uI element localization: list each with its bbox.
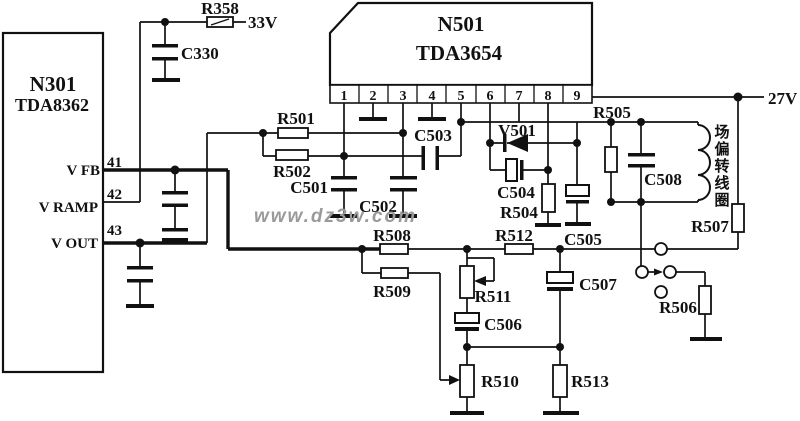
capacitor-c505: C505: [564, 184, 602, 249]
label-r509: R509: [373, 282, 411, 301]
capacitor-c503: C503: [414, 126, 452, 170]
connector-arrow: [654, 268, 663, 276]
ic-n301-part: TDA8362: [15, 95, 89, 115]
resistor-r509: R509: [373, 267, 411, 301]
r510-wiper-arrow: [449, 375, 460, 385]
ic-n501-pin-numbers: 1 2 3 4 5 6 7 8 9: [341, 89, 581, 104]
svg-text:圈: 圈: [714, 191, 729, 209]
label-r508: R508: [373, 226, 411, 245]
deflection-coil: 场 偏 转 线 圈: [697, 123, 730, 209]
ic-n301-ref: N301: [30, 72, 77, 96]
label-r506: R506: [659, 298, 697, 317]
label-r510: R510: [481, 372, 519, 391]
svg-text:4: 4: [429, 89, 436, 104]
label-r501: R501: [277, 109, 315, 128]
svg-text:8: 8: [545, 89, 552, 104]
svg-text:1: 1: [341, 89, 348, 104]
svg-text:9: 9: [574, 89, 581, 104]
label-c507: C507: [579, 275, 617, 294]
svg-text:场: 场: [714, 123, 729, 141]
ic-n301: N301 TDA8362 V FB V RAMP V OUT 41 42 43: [1, 31, 122, 374]
capacitor-unlabeled-2: [162, 228, 188, 242]
label-r504: R504: [500, 203, 538, 222]
resistor-r501: R501: [277, 109, 315, 139]
resistor-r513: R513: [552, 364, 609, 398]
pin-label-vfb: V FB: [67, 163, 100, 179]
diode-v501: V501: [498, 121, 536, 152]
svg-text:5: 5: [458, 89, 465, 104]
label-r507: R507: [691, 217, 729, 236]
supply-27v: 27V: [768, 89, 798, 108]
capacitor-c330: C330: [152, 44, 219, 63]
connector-terminals: [635, 242, 677, 299]
resistor-r512: R512: [495, 226, 534, 255]
label-c506: C506: [484, 315, 522, 334]
capacitor-c506: C506: [454, 312, 522, 334]
deflection-coil-label: 场 偏 转 线 圈: [714, 123, 729, 209]
svg-text:转: 转: [714, 157, 729, 175]
capacitor-unlabeled-1: [162, 191, 188, 207]
potentiometer-r511: R511: [459, 265, 512, 306]
label-r511: R511: [475, 287, 512, 306]
connector-terminal-a: [654, 242, 668, 256]
svg-text:线: 线: [714, 174, 729, 192]
resistor-r508: R508: [373, 226, 411, 255]
capacitor-c501: C501: [290, 176, 357, 197]
label-r512: R512: [495, 226, 533, 245]
label-r358: R358: [201, 0, 239, 18]
label-r505: R505: [593, 103, 631, 122]
svg-text:偏: 偏: [714, 140, 729, 158]
pin-number-42: 42: [107, 187, 122, 203]
r511-wiper-arrow: [474, 276, 486, 286]
resistor-r358: R358: [201, 0, 239, 28]
label-c504: C504: [497, 183, 535, 202]
resistor-r506: R506: [659, 285, 712, 317]
watermark: www.dz3w.com: [254, 206, 417, 227]
label-c503: C503: [414, 126, 452, 145]
pin-number-43: 43: [107, 223, 122, 239]
wires: [103, 21, 764, 411]
potentiometer-r510: R510: [449, 364, 519, 398]
supply-33v: 33V: [248, 13, 278, 32]
label-c501: C501: [290, 178, 328, 197]
connector-terminal-b: [635, 265, 649, 279]
ic-n501-part: TDA3654: [416, 41, 503, 65]
capacitor-c502: C502: [359, 176, 417, 216]
connector-terminal-c: [663, 265, 677, 279]
pin-label-vramp: V RAMP: [39, 200, 98, 216]
label-c508: C508: [644, 170, 682, 189]
resistor-r505: R505: [593, 103, 631, 173]
pin-label-vout: V OUT: [51, 236, 98, 252]
ic-n501-pin-dividers: [358, 85, 564, 103]
ground-symbols: [126, 78, 722, 415]
pin-number-41: 41: [107, 155, 122, 171]
label-v501: V501: [498, 121, 536, 140]
svg-text:6: 6: [487, 89, 494, 104]
label-c505: C505: [564, 230, 602, 249]
capacitor-c504: C504: [497, 158, 535, 202]
capacitor-c507: C507: [546, 271, 617, 294]
resistor-r504: R504: [500, 183, 556, 222]
svg-text:2: 2: [370, 89, 377, 104]
label-c330: C330: [181, 44, 219, 63]
capacitor-c508: C508: [628, 153, 682, 189]
svg-text:7: 7: [516, 89, 523, 104]
ic-n501: N501 TDA3654 1 2 3 4 5 6 7 8 9: [328, 1, 594, 104]
label-c502: C502: [359, 197, 397, 216]
svg-text:3: 3: [400, 89, 407, 104]
connector-terminal-d: [654, 285, 668, 299]
ic-n501-ref: N501: [438, 12, 485, 36]
label-r502: R502: [273, 162, 311, 181]
resistor-r507: R507: [691, 203, 745, 236]
junction-dots: [135, 18, 743, 351]
resistor-r502: R502: [273, 149, 311, 181]
capacitor-unlabeled-3: [127, 266, 153, 283]
label-r513: R513: [571, 372, 609, 391]
